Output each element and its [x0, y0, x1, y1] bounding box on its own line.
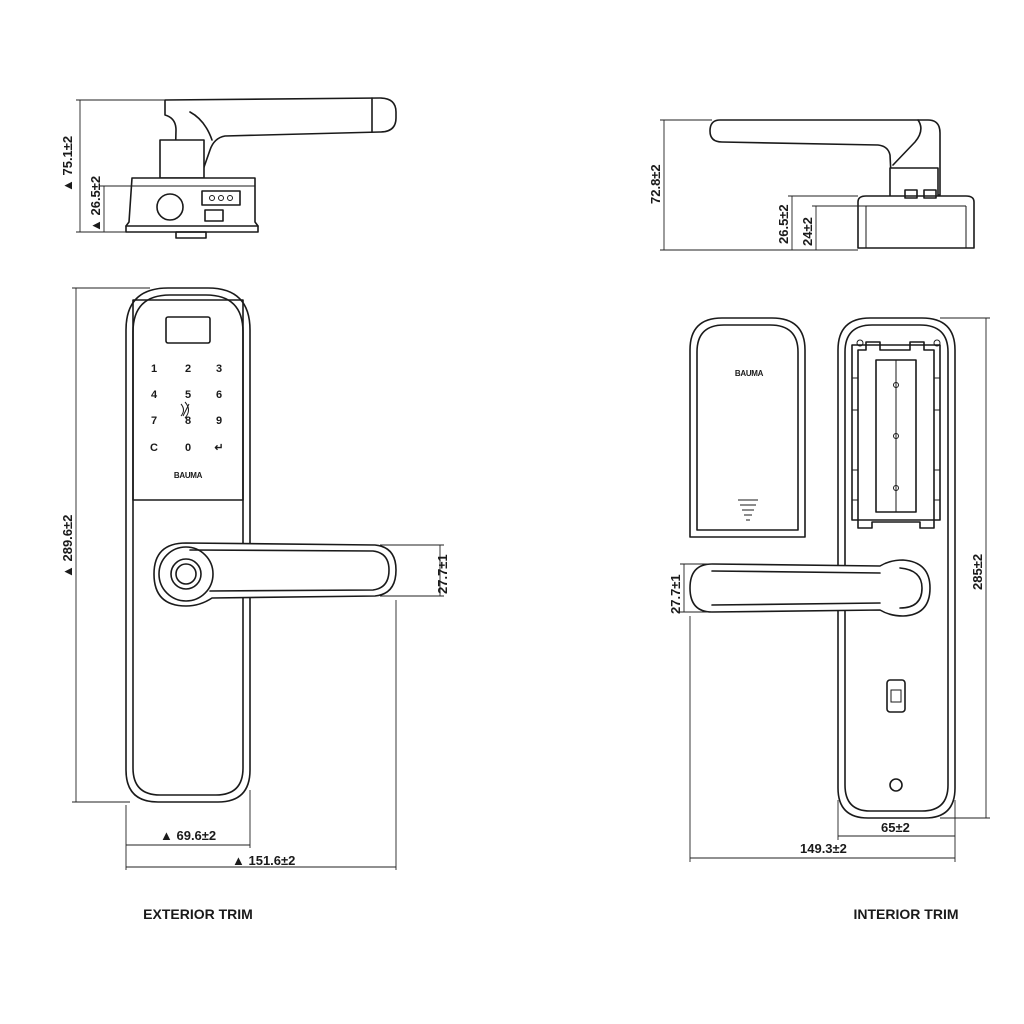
brand-logo-cover: BAUMA: [735, 369, 764, 378]
dim-int-top-height: 72.8±2: [648, 164, 663, 204]
key: 4: [151, 389, 158, 401]
key: ↵: [214, 442, 223, 454]
interior-top-dimensions: [660, 119, 866, 251]
battery-cover: [689, 317, 806, 538]
key: 9: [216, 415, 222, 427]
dim-int-top-base: 26.5±2: [776, 204, 791, 244]
key: 2: [185, 363, 191, 375]
dim-ext-width: ▲ 69.6±2: [160, 828, 216, 843]
dim-int-height: 285±2: [970, 554, 985, 590]
dim-ext-top-height: ▲ 75.1±2: [60, 136, 75, 192]
key: 7: [151, 415, 157, 427]
key: C: [150, 442, 158, 454]
title-interior-trim: INTERIOR TRIM: [854, 906, 959, 922]
key: 6: [216, 389, 222, 401]
key: 0: [185, 442, 191, 454]
dim-int-top-inner: 24±2: [800, 217, 815, 246]
dim-ext-top-base: ▲ 26.5±2: [88, 176, 103, 232]
exterior-front-dimensions: [72, 287, 444, 870]
dim-ext-height: ▲ 289.6±2: [60, 515, 75, 578]
interior-top-view: [709, 119, 975, 249]
dim-int-total-width: 149.3±2: [800, 841, 847, 856]
interior-front-view: [689, 317, 956, 819]
brand-logo-exterior: BAUMA: [174, 471, 203, 480]
down-arrow-icon: [738, 499, 758, 521]
exterior-top-dimensions: [76, 99, 165, 233]
dim-ext-total-width: ▲ 151.6±2: [232, 853, 295, 868]
key: 3: [216, 363, 222, 375]
nfc-icon: [180, 401, 190, 419]
dim-ext-handle-thickness: 27.7±1: [435, 554, 450, 594]
dim-int-width: 65±2: [881, 820, 910, 835]
exterior-top-view: [125, 97, 397, 239]
key: 8: [185, 415, 191, 427]
keypad: 1 2 3 4 5 6 7 8 9 C 0 ↵: [150, 363, 224, 454]
dim-int-handle-thickness: 27.7±1: [668, 574, 683, 614]
key: 5: [185, 389, 191, 401]
key: 1: [151, 363, 157, 375]
exterior-front-view: [125, 287, 397, 803]
interior-front-dimensions: [680, 317, 990, 862]
title-exterior-trim: EXTERIOR TRIM: [143, 906, 253, 922]
